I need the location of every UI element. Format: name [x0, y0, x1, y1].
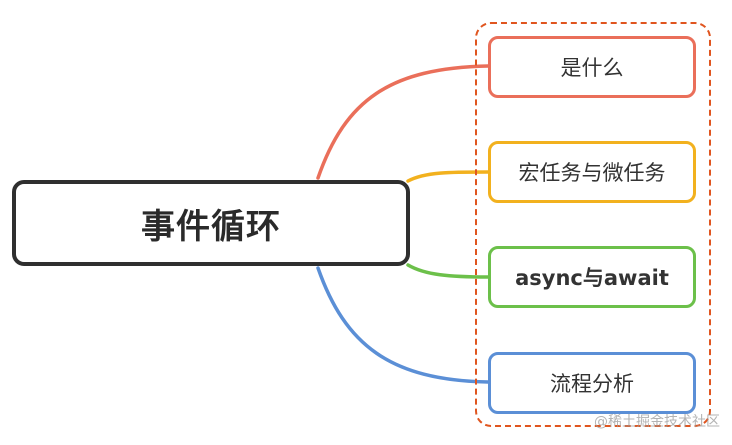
child-node-label: 宏任务与微任务 — [518, 161, 666, 185]
connector-shi-shen-me — [316, 64, 490, 180]
child-node-hong-ren-wu-yu-wei-ren-wu[interactable]: 宏任务与微任务 — [488, 141, 696, 203]
root-node[interactable]: 事件循环 — [12, 180, 410, 266]
connector-liu-cheng-fen-xi — [316, 266, 490, 384]
child-node-label: async与await — [515, 266, 669, 290]
child-node-label: 流程分析 — [550, 372, 634, 396]
root-node-label: 事件循环 — [141, 206, 281, 247]
child-group-frame — [475, 22, 711, 427]
watermark: @稀土掘金技术社区 — [594, 414, 720, 430]
child-node-shi-shen-me[interactable]: 是什么 — [488, 36, 696, 98]
child-node-liu-cheng-fen-xi[interactable]: 流程分析 — [488, 352, 696, 414]
child-node-async-await[interactable]: async与await — [488, 246, 696, 308]
child-node-label: 是什么 — [560, 56, 624, 80]
